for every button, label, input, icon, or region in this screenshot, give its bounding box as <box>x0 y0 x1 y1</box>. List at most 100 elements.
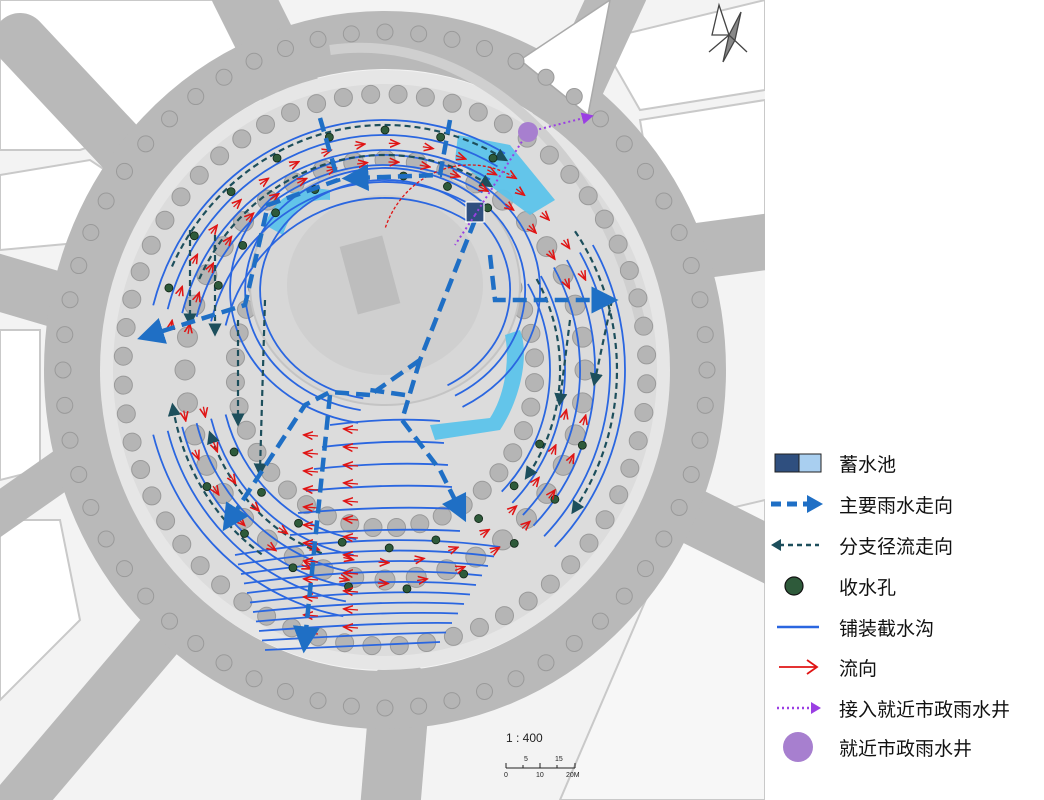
channel-arc <box>252 601 465 613</box>
reservoir-icon <box>774 453 822 473</box>
channel-arc <box>264 641 441 651</box>
drain-hole <box>483 203 493 213</box>
tree <box>122 432 142 452</box>
tree <box>174 359 196 381</box>
flow-arrow <box>305 489 319 490</box>
drain-hole <box>431 535 441 545</box>
tree <box>187 634 205 652</box>
tree <box>540 574 560 594</box>
flow-arrow <box>354 144 364 145</box>
tree <box>595 510 615 530</box>
channel-arc <box>321 440 445 448</box>
legend-item-channel: 铺装截水沟 <box>765 607 1044 647</box>
scale-tick-10: 10 <box>536 772 544 779</box>
tree <box>215 654 233 672</box>
scale-tick-0: 0 <box>504 772 508 779</box>
tree <box>233 592 253 612</box>
flow-arrow <box>569 455 573 463</box>
tree <box>670 224 688 242</box>
flow-arrow <box>213 486 218 494</box>
flow-arrow <box>422 147 432 149</box>
channel-arc <box>246 581 477 594</box>
legend-label-drain-hole: 收水孔 <box>839 577 897 599</box>
legend-item-reservoir: 蓄水池 <box>765 443 1044 483</box>
tree <box>513 421 533 441</box>
flow-arrow <box>305 435 319 436</box>
tree <box>637 162 655 180</box>
tree <box>309 692 327 710</box>
drain-hole <box>436 132 446 142</box>
flow-arrow <box>549 251 554 258</box>
legend-label-well: 就近市政雨水井 <box>839 738 973 760</box>
drain-hole <box>272 153 282 163</box>
tree <box>628 431 648 451</box>
tree <box>141 235 161 255</box>
flow-arrow <box>179 288 182 297</box>
flow-arrow <box>345 627 359 628</box>
flow-arrow <box>449 173 459 176</box>
tree <box>443 692 461 710</box>
tree <box>682 257 700 275</box>
tree <box>410 514 430 534</box>
channel-arc <box>289 528 461 536</box>
flow-arrow <box>203 406 205 416</box>
channel-arc <box>152 119 506 306</box>
drain-hole <box>229 447 239 457</box>
flow-arrow <box>583 416 585 426</box>
tree <box>131 460 151 480</box>
tree <box>276 40 294 58</box>
flow-arrow <box>345 573 359 574</box>
flow-arrow <box>448 548 456 551</box>
flow-arrow <box>455 567 463 570</box>
tree <box>340 514 360 534</box>
tree <box>619 260 639 280</box>
tree <box>376 23 394 41</box>
tree <box>61 291 79 309</box>
flow-arrow <box>455 156 465 159</box>
tree <box>469 617 489 637</box>
tree <box>232 129 252 149</box>
tree <box>591 612 609 630</box>
legend-label-channel: 铺装截水沟 <box>839 618 935 640</box>
flow-arrow <box>505 204 512 209</box>
drain-hole <box>402 584 412 594</box>
flow-arrow <box>533 479 538 486</box>
flow-arrow <box>213 442 216 450</box>
channel-arc <box>329 418 441 426</box>
scale-bar: 1 : 400 5 15 0 10 20M <box>504 731 580 779</box>
flow-arrow <box>416 579 426 580</box>
drain-hole <box>189 231 199 241</box>
tree <box>637 345 657 365</box>
flow-arrow <box>529 226 535 232</box>
channel-arc <box>261 631 447 642</box>
tree <box>442 93 462 113</box>
flow-arrow <box>419 165 429 167</box>
tree <box>190 556 210 576</box>
tree <box>443 626 463 646</box>
tree <box>261 462 281 482</box>
tree <box>637 374 657 394</box>
flow-arrow <box>491 548 499 553</box>
tree <box>493 114 513 134</box>
tree <box>342 25 360 43</box>
tree <box>82 498 100 516</box>
drain-hole <box>294 518 303 528</box>
branch-flow-icon <box>771 539 819 551</box>
tree <box>172 534 192 554</box>
flow-arrow <box>480 530 488 535</box>
channel-arc <box>258 622 453 632</box>
channel-icon <box>777 625 819 629</box>
tree <box>171 187 191 207</box>
flow-arrow <box>345 501 359 502</box>
channel-arc <box>501 283 551 493</box>
tree <box>210 146 230 166</box>
tree <box>507 52 525 70</box>
tree <box>116 317 136 337</box>
flow-arrow <box>564 411 566 420</box>
tree <box>176 392 198 414</box>
legend-item-drain-hole: 收水孔 <box>765 566 1044 606</box>
flow-arrow <box>522 522 529 528</box>
flow-arrow <box>549 491 554 498</box>
map-municipal-well <box>518 122 538 142</box>
tree <box>415 87 435 107</box>
